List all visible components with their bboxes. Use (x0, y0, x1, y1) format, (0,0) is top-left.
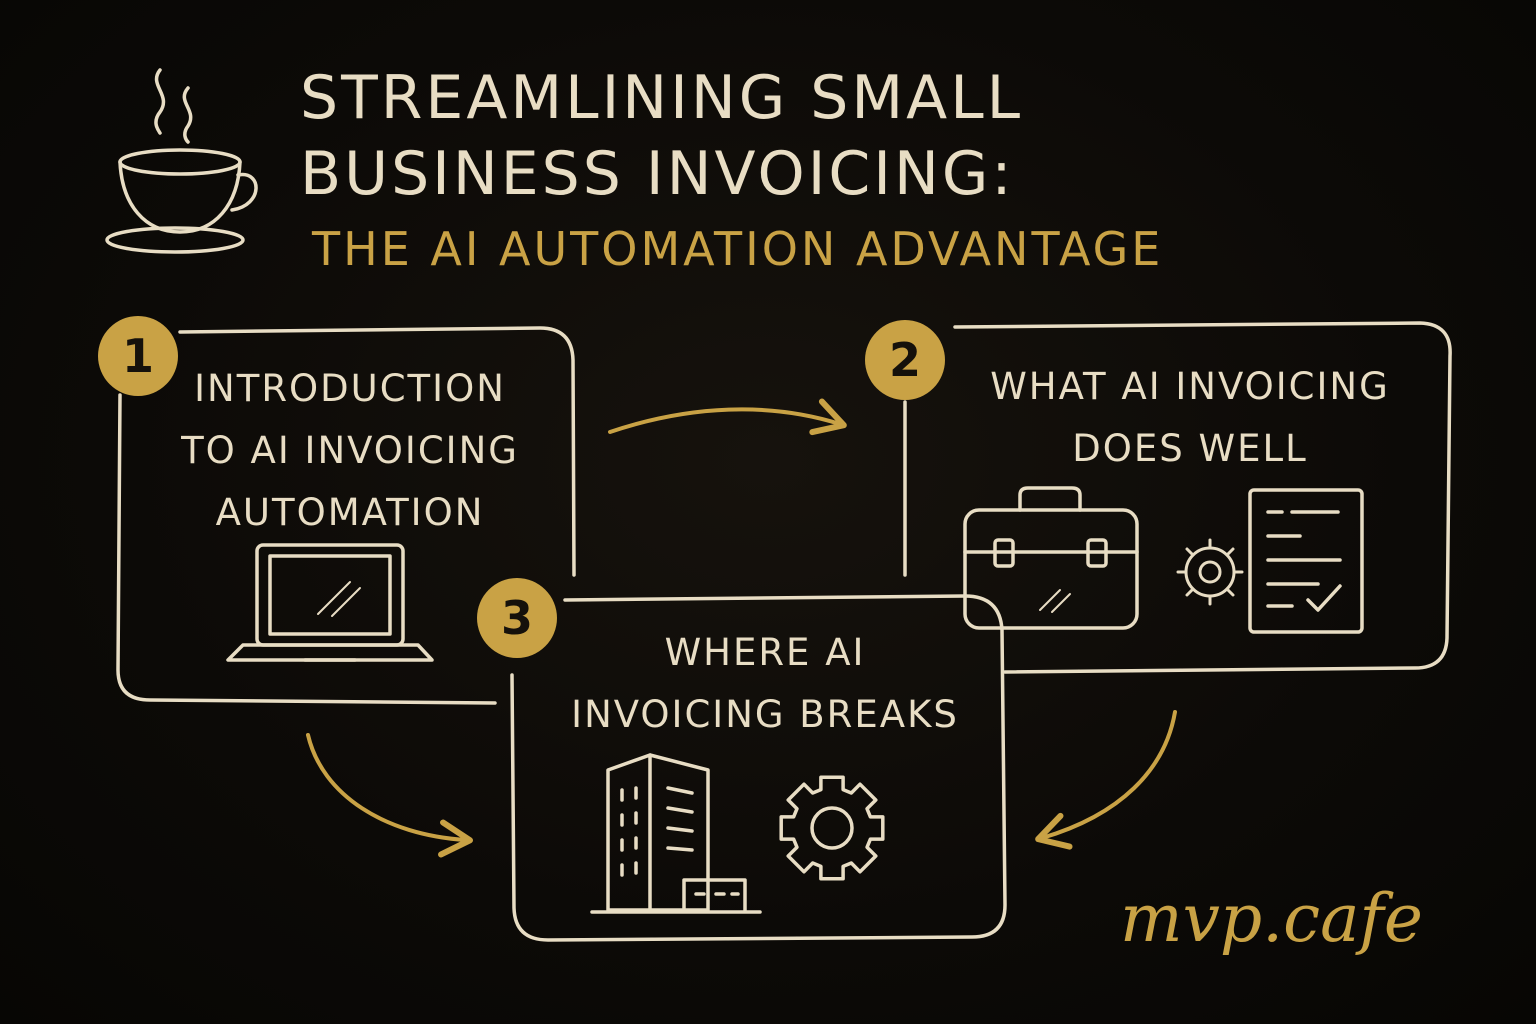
coffee-cup-icon (105, 68, 258, 254)
step-1-title-line: AUTOMATION (215, 491, 485, 534)
office-building-icon (590, 753, 762, 914)
arrow-step2-to-step3 (1035, 710, 1177, 850)
step-3-badge (477, 578, 557, 658)
step-2-box (903, 321, 1452, 674)
step-2-title-line: WHAT AI INVOICING (990, 365, 1390, 408)
step-3-title-line: INVOICING BREAKS (571, 693, 959, 736)
step-2-title: WHAT AI INVOICING DOES WELL (945, 356, 1435, 480)
step-2-badge (865, 320, 945, 400)
page-title: STREAMLINING SMALL BUSINESS INVOICING: (300, 60, 1280, 212)
step-1-badge (98, 316, 178, 396)
step-3-title: WHERE AI INVOICING BREAKS (530, 622, 1000, 746)
step-3-title-line: WHERE AI (664, 631, 866, 674)
step-2-title-line: DOES WELL (1072, 427, 1308, 470)
document-checklist-icon (1248, 488, 1364, 634)
step-1-number: 1 (121, 329, 154, 383)
briefcase-icon (963, 486, 1139, 630)
arrow-step1-to-step3 (306, 733, 473, 858)
step-1-title: INTRODUCTION TO AI INVOICING AUTOMATION (140, 358, 560, 544)
arrow-step1-to-step2 (608, 398, 847, 436)
gear-icon (1176, 538, 1244, 606)
step-3-number: 3 (500, 591, 533, 645)
step-3-box (510, 594, 1007, 942)
step-1-title-line: TO AI INVOICING (181, 429, 519, 472)
laptop-icon (226, 543, 434, 662)
step-1-title-line: INTRODUCTION (194, 367, 506, 410)
title-line-1: STREAMLINING SMALL (300, 63, 1024, 133)
step-2-number: 2 (888, 333, 921, 387)
brand-logo-text: mvp.cafe (1120, 880, 1423, 957)
step-1-box (116, 326, 576, 705)
gear-icon (779, 775, 885, 881)
title-line-2: BUSINESS INVOICING: (300, 139, 1015, 209)
page-subtitle: THE AI AUTOMATION ADVANTAGE (312, 222, 1164, 276)
